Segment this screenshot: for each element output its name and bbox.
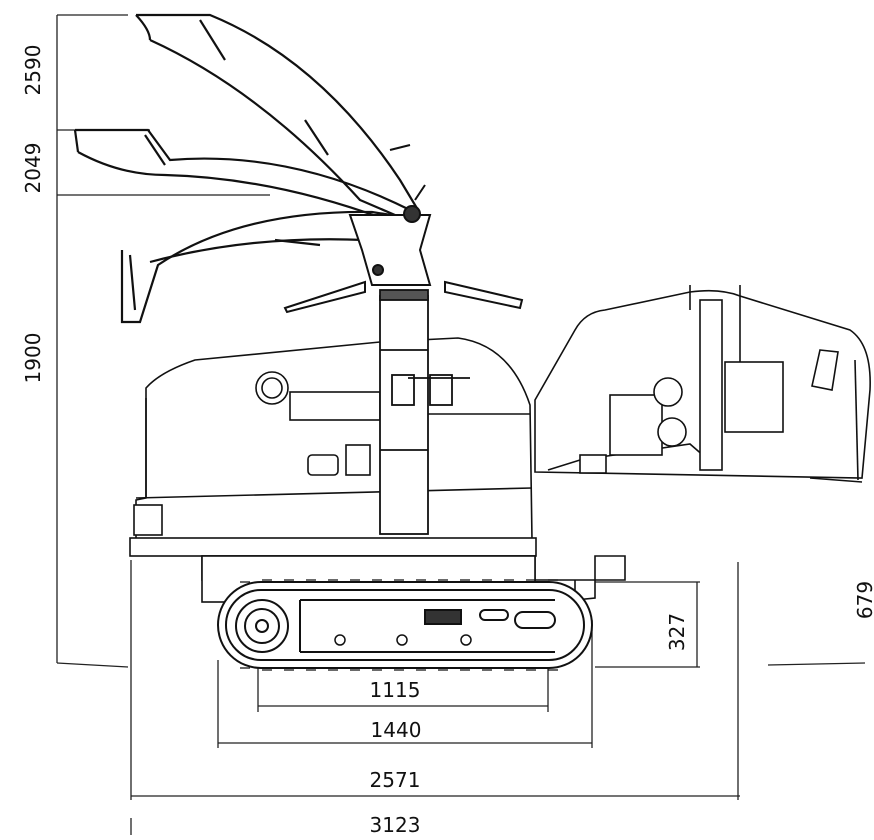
- operator-platform: [534, 285, 871, 483]
- boom-low: [120, 210, 411, 324]
- boom-mid: [73, 128, 411, 227]
- drive-sprocket: [235, 599, 289, 653]
- dim-track-length: 1440: [371, 718, 422, 742]
- track: [217, 581, 593, 669]
- dim-height-mid: 2049: [21, 143, 45, 194]
- control-handles: [283, 144, 524, 314]
- road-wheels: [334, 634, 472, 646]
- central-column: [379, 289, 470, 535]
- filler-cap: [255, 371, 289, 405]
- dim-height-low: 1900: [21, 333, 45, 384]
- dim-track-height: 327: [665, 613, 689, 651]
- boom-top: [135, 13, 419, 217]
- dim-height-max: 2590: [21, 45, 45, 96]
- boom-joint: [348, 205, 432, 286]
- track-pads: [240, 579, 558, 671]
- dimension-labels: 2590 2049 1900 327 679 1115 1440 2571 31…: [21, 45, 874, 837]
- dim-total-length: 3123: [370, 813, 421, 835]
- dim-sprocket-span: 1115: [370, 678, 421, 702]
- dim-right-height: 679: [853, 581, 874, 619]
- dim-body-length: 2571: [370, 768, 421, 792]
